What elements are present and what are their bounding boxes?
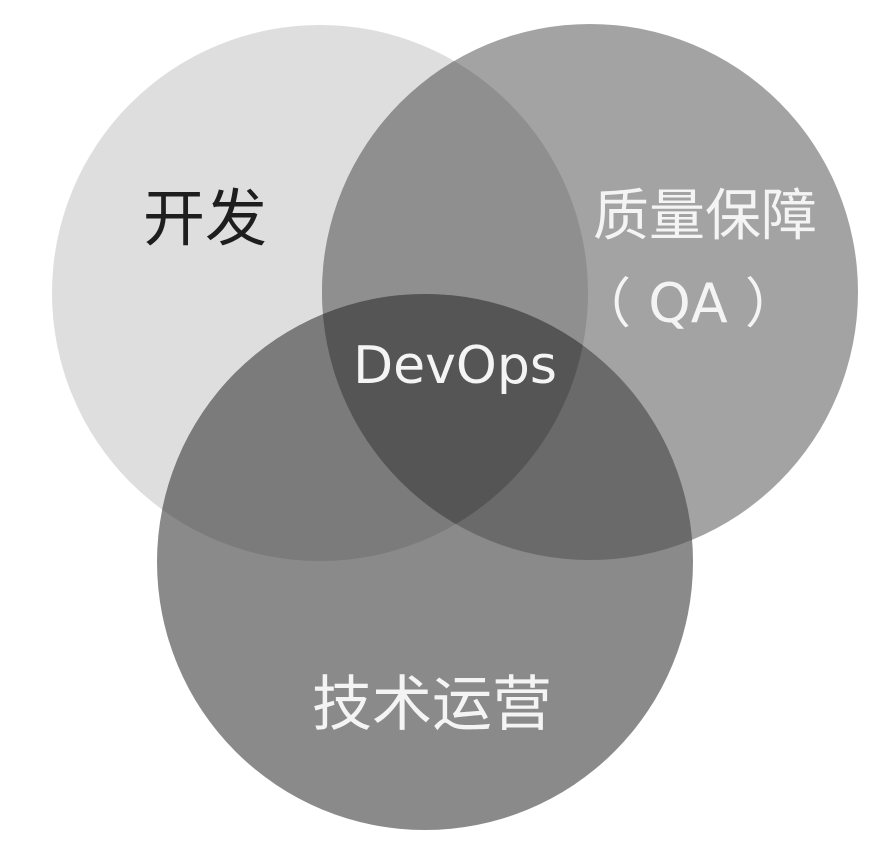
qa-ops-overlap xyxy=(322,294,693,560)
qa-label-line1: 质量保障 xyxy=(593,184,817,249)
ops-label: 技术运营 xyxy=(312,670,552,740)
center-label: DevOps xyxy=(353,336,557,396)
qa-label-line2: （ QA ） xyxy=(577,272,799,335)
dev-label: 开发 xyxy=(143,182,267,255)
